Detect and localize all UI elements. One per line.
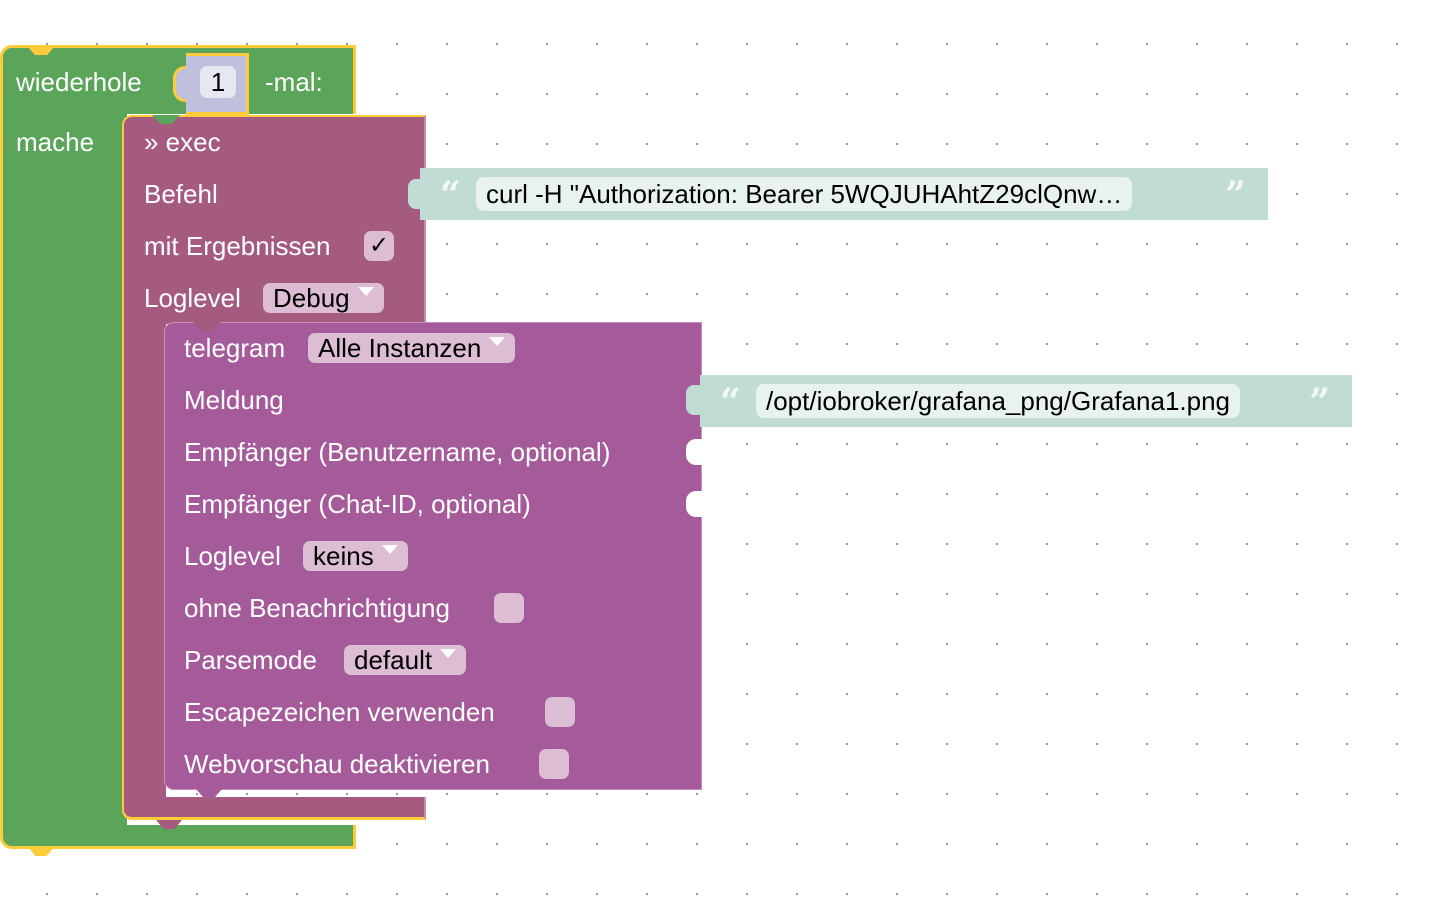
command-input[interactable]: curl -H "Authorization: Bearer 5WQJUHAht… [476, 177, 1133, 211]
silent-checkbox[interactable] [494, 593, 524, 623]
command-label: Befehl [144, 179, 218, 209]
webpreview-label: Webvorschau deaktivieren [184, 749, 490, 779]
close-quote-icon: ” [1225, 174, 1246, 216]
with-results-label: mit Ergebnissen [144, 231, 331, 261]
repeat-count-input[interactable]: 1 [200, 66, 236, 98]
recipient-user-label: Empfänger (Benutzername, optional) [184, 437, 611, 467]
parsemode-value: default [354, 645, 433, 675]
do-label: mache [16, 127, 95, 157]
recipient-chat-label: Empfänger (Chat-ID, optional) [184, 489, 531, 519]
repeat-label: wiederhole [16, 67, 142, 97]
message-label: Meldung [184, 385, 284, 415]
close-quote-icon: ” [1309, 381, 1330, 423]
exec-block-body [122, 322, 166, 797]
message-text-block[interactable]: “ /opt/iobroker/grafana_png/Grafana1.png… [700, 375, 1352, 427]
telegram-next-connector [196, 789, 222, 798]
repeat-next-connector [27, 846, 55, 856]
recipient-user-input-socket[interactable] [686, 439, 702, 465]
silent-label: ohne Benachrichtigung [184, 593, 450, 623]
telegram-loglevel-value: keins [313, 541, 374, 571]
exec-loglevel-label: Loglevel [144, 283, 241, 313]
instance-value: Alle Instanzen [318, 333, 482, 363]
times-label: -mal: [265, 67, 323, 97]
chevron-down-icon [357, 287, 374, 296]
chevron-down-icon [489, 337, 506, 346]
parsemode-dropdown[interactable]: default [344, 645, 467, 675]
telegram-block[interactable] [164, 322, 702, 790]
escape-label: Escapezeichen verwenden [184, 697, 495, 727]
recipient-chat-input-socket[interactable] [686, 491, 702, 517]
chevron-down-icon [381, 545, 398, 554]
exec-title: » exec [144, 127, 221, 157]
with-results-checkbox[interactable]: ✓ [364, 231, 394, 261]
exec-loglevel-value: Debug [273, 283, 350, 313]
escape-checkbox[interactable] [545, 697, 575, 727]
telegram-title: telegram [184, 333, 286, 363]
exec-block-footer [122, 797, 426, 820]
exec-previous-notch [152, 115, 180, 124]
command-text-connector [408, 179, 422, 209]
exec-next-connector [156, 820, 182, 829]
repeat-block-body [0, 111, 127, 825]
parsemode-label: Parsemode [184, 645, 317, 675]
telegram-loglevel-label: Loglevel [184, 541, 281, 571]
message-input[interactable]: /opt/iobroker/grafana_png/Grafana1.png [756, 384, 1241, 418]
repeat-notch [26, 45, 56, 55]
instance-dropdown[interactable]: Alle Instanzen [308, 333, 516, 363]
message-text-connector [686, 385, 700, 415]
telegram-previous-notch [193, 322, 221, 331]
open-quote-icon: “ [440, 174, 461, 216]
telegram-loglevel-dropdown[interactable]: keins [303, 541, 408, 571]
open-quote-icon: “ [720, 381, 741, 423]
chevron-down-icon [440, 649, 457, 658]
webpreview-checkbox[interactable] [539, 749, 569, 779]
repeat-block-footer [0, 825, 356, 849]
command-text-block[interactable]: “ curl -H "Authorization: Bearer 5WQJUHA… [420, 168, 1268, 220]
exec-loglevel-dropdown[interactable]: Debug [263, 283, 384, 313]
